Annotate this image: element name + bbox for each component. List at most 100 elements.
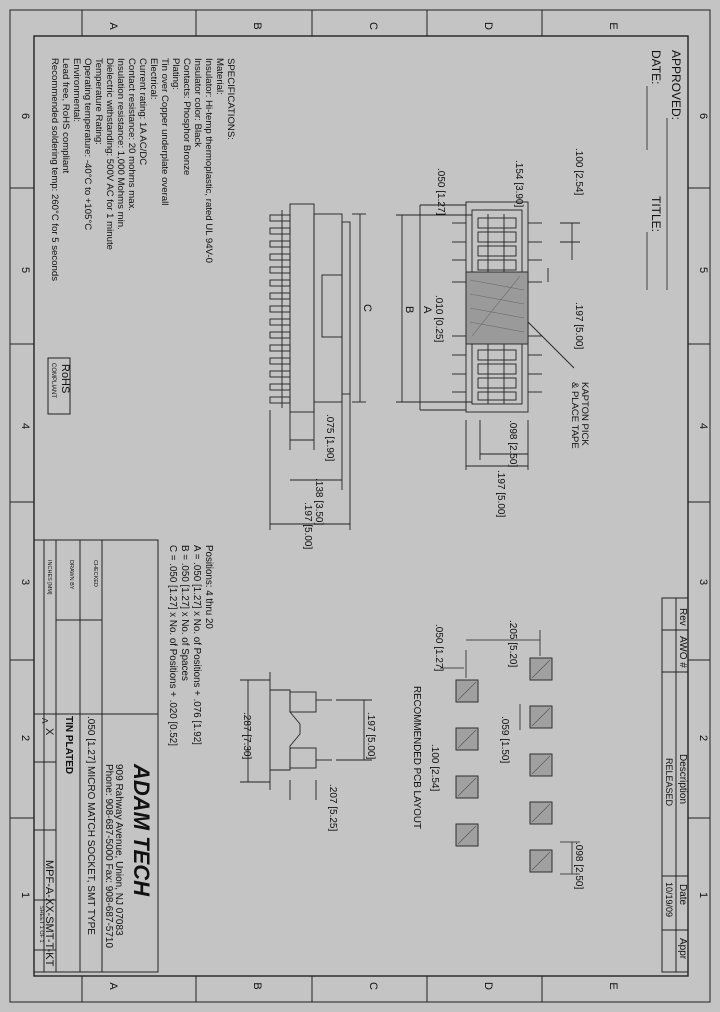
zone-col-6-right: 6: [697, 113, 709, 119]
positions-formulas: Positions: 4 thru 20 A = .050 [1.27] x N…: [167, 545, 214, 746]
zone-col-5-right: 5: [697, 267, 709, 273]
approval-header: APPROVED: DATE: TITLE:: [646, 50, 683, 290]
spec-line-11: Dielectric withstanding: 500V AC for 1 m…: [104, 58, 115, 250]
revision-header-appr: Appr: [677, 938, 688, 960]
pcb-dimension-lines: [440, 630, 580, 875]
pcb-pad-hatch: [457, 659, 551, 871]
side-view: [269, 203, 366, 530]
spec-line-2: Insulator: Hi-temp thermoplastic, rated …: [203, 58, 214, 263]
spec-line-9: Contact resistance: 20 mohms max.: [126, 58, 137, 211]
pcb-dim-098: .098 [2.50]: [573, 842, 584, 889]
pcb-dim-050: .050 [1.27]: [433, 624, 444, 671]
positions-line-2: B = .050 [1.27] x No. of Spaces: [179, 545, 190, 681]
spec-line-6: Tin over Copper underplate overall: [159, 58, 170, 205]
side-view-dim-075: .075 [1.90]: [324, 414, 335, 461]
spec-line-0: SPECIFICATIONS:: [225, 58, 236, 140]
end-view: [240, 672, 372, 800]
zone-col-4-left: 4: [19, 423, 31, 429]
title-block-small-labels: INCHES [MM] DRAWN BY CHECKED SHEET 1 OF …: [38, 560, 98, 943]
side-view-pins: [269, 210, 291, 408]
spec-line-7: Electrical:: [148, 58, 159, 100]
zone-col-6-left: 6: [19, 113, 31, 119]
part-description: .050 [1.27] MICRO MATCH SOCKET, SMT TYPE: [85, 716, 96, 935]
zone-row-e-top: E: [607, 22, 619, 29]
spec-line-12: Temperature Rating:: [93, 58, 104, 145]
kapton-tape-area: [465, 271, 529, 345]
zone-row-c-top: C: [367, 22, 379, 30]
pcb-title: RECOMMENDED PCB LAYOUT: [411, 686, 422, 829]
company-address: 909 Rahway Avenue, Union, NJ 07083: [113, 764, 124, 936]
spec-line-4: Contacts: Phosphor Bronze: [181, 58, 192, 175]
top-view-dim-098: .098 [2.50]: [507, 420, 518, 467]
zone-row-a-bottom: A: [107, 982, 119, 990]
kapton-label-line2: & PLACE TAPE: [569, 382, 580, 449]
top-view-dim-width: .154 [3.90]: [513, 160, 524, 207]
sheet-border: [9, 9, 711, 1003]
revision-row-description: RELEASED: [664, 758, 674, 807]
scale-mark: X: [43, 728, 55, 736]
zone-col-2-right: 2: [697, 735, 709, 741]
pcb-layout: [455, 657, 553, 873]
revision-table: [661, 597, 689, 973]
spec-line-8: Current rating: 1A AC/DC: [137, 58, 148, 165]
end-view-dim-197: .197 [5.00]: [365, 712, 376, 759]
title-block: [33, 539, 159, 973]
company-name: ADAM TECH: [129, 763, 154, 897]
zone-col-4-right: 4: [697, 423, 709, 429]
zone-row-d-top: D: [482, 22, 494, 30]
top-view-dim-pitch: .100 [2.54]: [573, 148, 584, 195]
spec-line-5: Plating:: [170, 58, 181, 90]
revision-header-rev: Rev: [677, 608, 688, 626]
top-view-pins: [452, 222, 542, 393]
top-view-dim-197: .197 [5.00]: [573, 302, 584, 349]
part-number: MPF-A-XX-SMT-T-KT: [43, 860, 55, 967]
zone-col-2-left: 2: [19, 735, 31, 741]
end-view-dim-207: .207 [5.25]: [327, 784, 338, 831]
spec-line-15: Lead free, RoHS compliant: [60, 58, 71, 174]
specifications: SPECIFICATIONS: Material: Insulator: Hi-…: [49, 58, 236, 281]
zone-row-c-bottom: C: [367, 982, 379, 990]
zone-row-d-bottom: D: [482, 982, 494, 990]
side-view-label-c: C: [361, 304, 373, 312]
spec-line-16: Recommended soldering temp: 260°C for 5 …: [49, 58, 60, 281]
pcb-dim-205: .205 [5.20]: [507, 620, 518, 667]
zone-col-3-right: 3: [697, 579, 709, 585]
revision-row-date: 10/19/09: [664, 882, 674, 917]
pcb-dim-100: .100 [2.54]: [429, 744, 440, 791]
size-label: A: [40, 718, 49, 724]
title-block-units: INCHES [MM]: [46, 560, 52, 595]
title-label: TITLE:: [649, 196, 663, 232]
title-block-drawn-by: DRAWN BY: [68, 560, 74, 590]
zone-row-e-bottom: E: [607, 982, 619, 989]
zone-labels: 6 5 4 3 2 1 6 5 4 3 2 1 A B C D E A B C …: [19, 22, 709, 990]
spec-line-10: Insulation resistance: 1,000 Mohms min.: [115, 58, 126, 230]
top-view-dim-197b: .197 [5.00]: [495, 470, 506, 517]
side-view-dim-138: .138 [3.50]: [313, 478, 324, 525]
title-block-sheet: SHEET 1 OF 1: [38, 906, 44, 943]
part-finish: TIN PLATED: [63, 716, 74, 774]
side-view-dim-197: .197 [5.00]: [302, 502, 313, 549]
spec-line-1: Material:: [214, 58, 225, 95]
positions-line-3: C = .050 [1.27] x No. of Positions + .02…: [167, 545, 178, 746]
zone-row-b-bottom: B: [251, 982, 263, 989]
company-phone: Phone: 908-687-5000 Fax: 908-687-5710: [103, 764, 114, 948]
positions-line-0: Positions: 4 thru 20: [203, 545, 214, 629]
rohs-compliant-text: COMPLIANT: [50, 363, 56, 398]
top-view-dim-050: .050 [1.27]: [435, 168, 446, 215]
title-block-checked: CHECKED: [92, 560, 98, 587]
zone-col-1-left: 1: [19, 892, 31, 898]
spec-line-3: Insulator color: Black: [192, 58, 203, 147]
rohs-badge: RoHS COMPLIANT: [47, 357, 71, 415]
revision-header-awo: AWO #: [677, 636, 688, 668]
approved-label: APPROVED:: [669, 50, 683, 120]
zone-row-a-top: A: [107, 22, 119, 30]
revision-header-date: Date: [677, 884, 688, 906]
spec-line-14: Environmental:: [71, 58, 82, 122]
end-view-dim-287: .287 [7.30]: [241, 712, 252, 759]
zone-row-b-top: B: [251, 22, 263, 29]
kapton-texture: [469, 275, 525, 337]
zone-col-3-left: 3: [19, 579, 31, 585]
zone-col-1-right: 1: [697, 892, 709, 898]
rohs-text: RoHS: [59, 364, 71, 393]
